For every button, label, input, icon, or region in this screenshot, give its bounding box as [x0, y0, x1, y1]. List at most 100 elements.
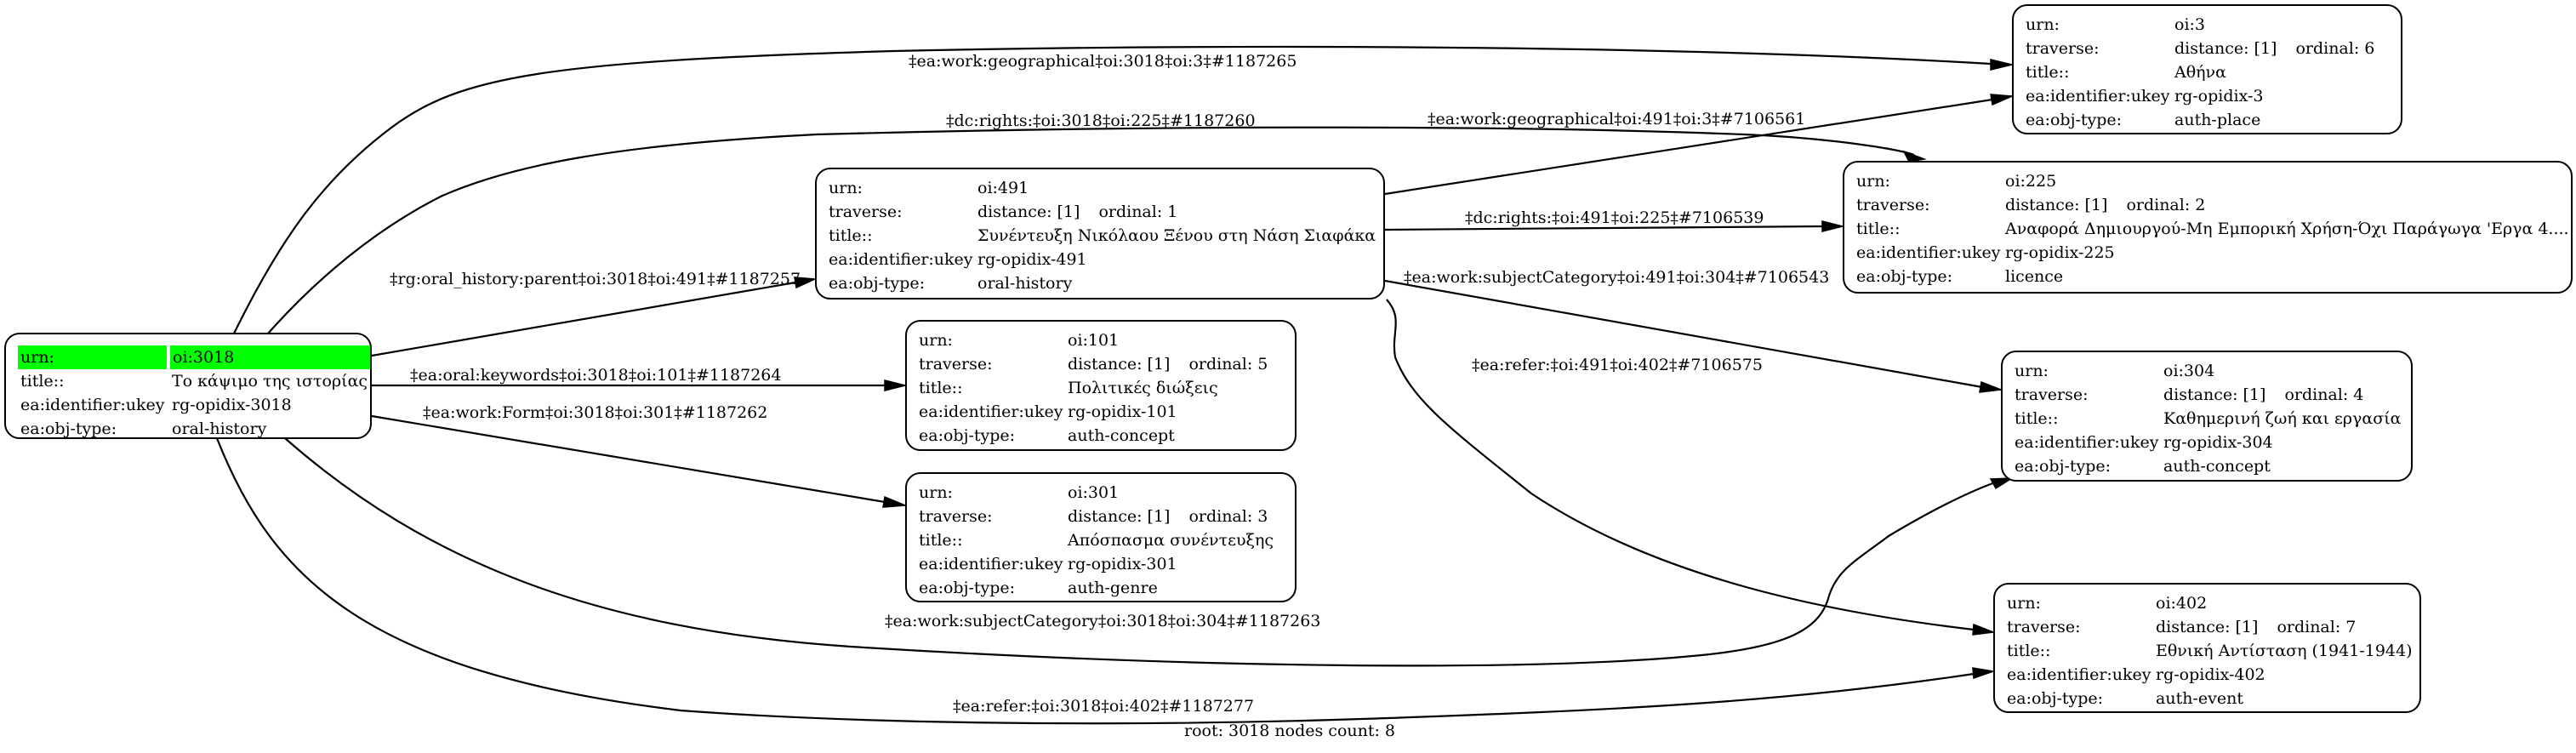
- node-row-title: title::Αναφορά Δημιουργού-Μη Εμπορική Χρ…: [1856, 217, 2569, 241]
- field-value-ukey: rg-opidix-304: [2163, 433, 2273, 452]
- field-label: title::: [2026, 63, 2070, 82]
- edge-label: ‡dc:rights:‡oi:3018‡oi:225‡#1187260: [946, 111, 1256, 130]
- field-value-ordinal: ordinal: 7: [2277, 618, 2357, 636]
- field-value: rg-opidix-491: [977, 248, 1087, 271]
- field-value-title: Συνέντευξη Νικόλαου Ξένου στη Νάση Σιαφά…: [977, 226, 1376, 245]
- field-value-ukey: rg-opidix-301: [1068, 555, 1177, 573]
- field-label: ea:obj-type:: [829, 274, 926, 293]
- field-value-type: oral-history: [172, 419, 267, 438]
- field-value: oi:301: [1068, 481, 1119, 505]
- field-value: auth-place: [2174, 108, 2260, 132]
- field-value: Καθημερινή ζωή και εργασία: [2163, 407, 2402, 431]
- edge-491-225[interactable]: [1384, 225, 1824, 231]
- field-label: ea:obj-type:: [2026, 111, 2123, 129]
- node-oi-3[interactable]: urn: oi:3 traverse: distance: [1] ordinal: 6…: [2012, 4, 2402, 134]
- edge-3018-3[interactable]: [233, 45, 1992, 334]
- field-value-title: Απόσπασμα συνέντευξης: [1068, 531, 1274, 550]
- arrowhead-icon: [882, 495, 906, 508]
- edge-491-304[interactable]: [1384, 279, 1983, 389]
- field-label: traverse:: [2007, 618, 2081, 636]
- field-value-type: auth-genre: [1068, 579, 1158, 597]
- node-row-urn: urn: oi:3018: [18, 345, 370, 369]
- field-value: rg-opidix-301: [1068, 552, 1177, 576]
- edge-label: ‡ea:work:geographical‡oi:491‡oi:3‡#71065…: [1428, 110, 1805, 128]
- node-row-type: ea:obj-type:auth-concept: [2015, 454, 2399, 478]
- field-value: licence: [2005, 265, 2063, 288]
- edge-491-402[interactable]: [1386, 299, 1975, 631]
- field-value: rg-opidix-304: [2163, 431, 2273, 454]
- node-row-traverse: traverse:distance: [1]ordinal: 2: [1856, 193, 2559, 217]
- field-value: Συνέντευξη Νικόλαου Ξένου στη Νάση Σιαφά…: [977, 224, 1376, 248]
- edge-3018-402[interactable]: [215, 437, 1975, 725]
- edge-label: ‡ea:work:Form‡oi:3018‡oi:301‡#1187262: [423, 403, 767, 422]
- node-row-type: ea:obj-type: auth-concept: [919, 424, 1283, 448]
- node-row-urn: urn:oi:491: [829, 176, 1371, 200]
- edge-label: ‡ea:work:subjectCategory‡oi:3018‡oi:304‡…: [885, 612, 1320, 630]
- node-row-traverse: traverse:distance: [1]ordinal: 5: [919, 352, 1283, 376]
- field-label: ea:obj-type:: [919, 426, 1016, 445]
- edge-label: ‡ea:work:geographical‡oi:3018‡oi:3‡#1187…: [909, 52, 1297, 71]
- field-value-urn: oi:3: [2174, 15, 2206, 34]
- field-value: auth-concept: [1068, 424, 1175, 448]
- field-label: urn:: [829, 179, 863, 197]
- field-value: auth-genre: [1068, 576, 1158, 600]
- field-value: distance: [1]ordinal: 1: [977, 200, 1177, 224]
- edge-3018-301[interactable]: [371, 414, 886, 504]
- edge-3018-491[interactable]: [371, 281, 796, 357]
- field-value: distance: [1]ordinal: 7: [2156, 615, 2356, 639]
- node-row-urn: urn:oi:101: [919, 328, 1283, 352]
- field-value-ordinal: ordinal: 6: [2295, 39, 2375, 58]
- arrowhead-icon: [1989, 477, 2015, 490]
- edge-label: ‡ea:refer:‡oi:3018‡oi:402‡#1187277: [953, 697, 1254, 716]
- field-value-ukey: rg-opidix-101: [1068, 402, 1177, 421]
- field-label: ea:identifier:ukey: [2007, 665, 2151, 684]
- edge-3018-225[interactable]: [267, 126, 1915, 334]
- field-value: distance: [1]ordinal: 3: [1068, 505, 1268, 528]
- field-value: rg-opidix-3: [2174, 84, 2263, 108]
- node-row-traverse: traverse: distance: [1] ordinal: 6: [2026, 37, 2389, 60]
- field-value-urn: oi:402: [2156, 594, 2208, 613]
- field-value-distance: distance: [1]: [2174, 39, 2277, 58]
- node-root-3018[interactable]: urn: oi:3018 title:: Το κάψιμο της ιστορ…: [4, 333, 372, 439]
- field-value-type: auth-concept: [2163, 457, 2271, 476]
- node-row-urn: urn: oi:3: [2026, 13, 2389, 37]
- field-label: title::: [20, 372, 65, 391]
- field-label: ea:obj-type:: [2007, 689, 2104, 708]
- field-value: Αναφορά Δημιουργού-Μη Εμπορική Χρήση-Όχι…: [2005, 217, 2569, 241]
- field-label: urn:: [18, 345, 167, 369]
- node-row-traverse: traverse:distance: [1]ordinal: 4: [2015, 383, 2399, 407]
- field-label: ea:obj-type:: [20, 419, 117, 438]
- field-label: traverse:: [2026, 39, 2100, 58]
- field-label: ea:identifier:ukey: [1856, 243, 2001, 262]
- field-value-ukey: rg-opidix-491: [977, 250, 1087, 269]
- field-value: distance: [1] ordinal: 6: [2174, 37, 2374, 60]
- edge-491-3[interactable]: [1384, 98, 1993, 196]
- field-value-distance: distance: [1]: [2005, 196, 2108, 214]
- field-value-urn: oi:3018: [170, 345, 370, 369]
- node-row-type: ea:obj-type: auth-place: [2026, 108, 2389, 132]
- field-value: auth-concept: [2163, 454, 2271, 478]
- edge-3018-304[interactable]: [284, 437, 1996, 667]
- field-label: ea:identifier:ukey: [919, 402, 1063, 421]
- arrowhead-icon: [1990, 59, 2013, 71]
- node-row-traverse: traverse:distance: [1]ordinal: 3: [919, 505, 1283, 528]
- field-label: urn:: [2026, 15, 2060, 34]
- field-label: traverse:: [2015, 385, 2089, 404]
- node-row-urn: urn:oi:301: [919, 481, 1283, 505]
- field-value-distance: distance: [1]: [977, 203, 1080, 221]
- field-value: Πολιτικές διώξεις: [1068, 376, 1218, 400]
- field-value-urn: oi:101: [1068, 331, 1120, 350]
- field-value-ordinal: ordinal: 5: [1188, 355, 1268, 374]
- field-value-distance: distance: [1]: [2163, 385, 2266, 404]
- field-value-type: auth-concept: [1068, 426, 1175, 445]
